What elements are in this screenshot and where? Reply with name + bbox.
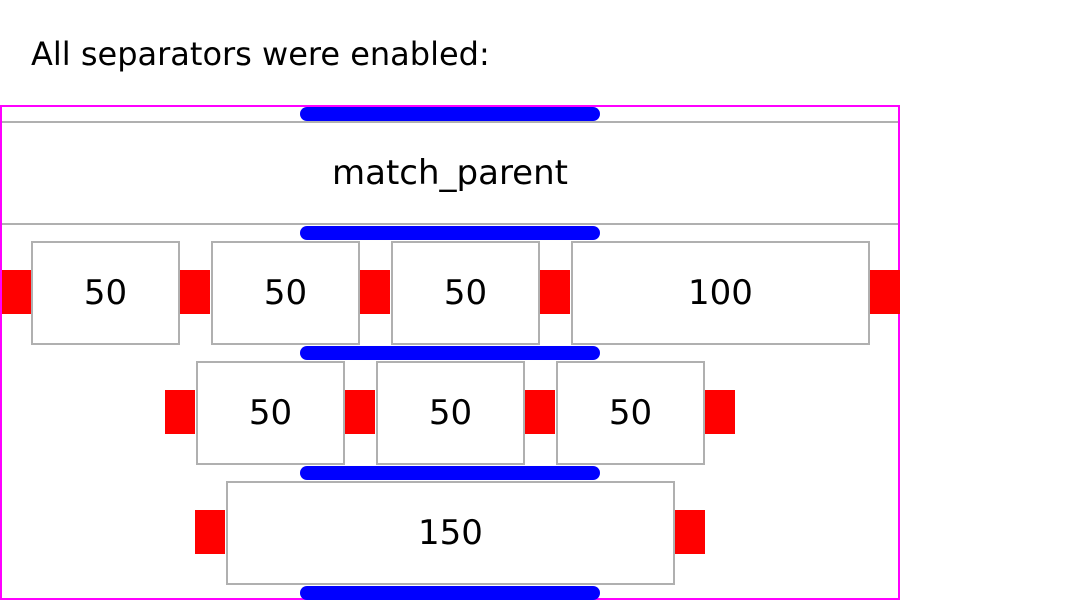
separator-row2-end bbox=[705, 390, 735, 434]
separator-bottom bbox=[300, 586, 600, 600]
row1-item-3: 50 bbox=[391, 241, 540, 345]
row1-item-2: 50 bbox=[211, 241, 360, 345]
row2-item-3: 50 bbox=[556, 361, 705, 465]
separator-row1-end bbox=[870, 270, 900, 314]
separator-row3-end bbox=[675, 510, 705, 554]
separator-row-1-2 bbox=[300, 346, 600, 360]
page-heading: All separators were enabled: bbox=[31, 35, 490, 73]
container: match_parent 50 50 50 100 50 50 50 150 bbox=[0, 105, 900, 600]
separator-row-0-1 bbox=[300, 226, 600, 240]
separator-row1-1-2 bbox=[180, 270, 210, 314]
separator-row1-2-3 bbox=[360, 270, 390, 314]
separator-row2-1-2 bbox=[345, 390, 375, 434]
separator-row3-start bbox=[195, 510, 225, 554]
separator-row1-3-4 bbox=[540, 270, 570, 314]
row2-item-2: 50 bbox=[376, 361, 525, 465]
row1-item-1: 50 bbox=[31, 241, 180, 345]
separator-top bbox=[300, 107, 600, 121]
row2-item-1: 50 bbox=[196, 361, 345, 465]
separator-row-2-3 bbox=[300, 466, 600, 480]
row1-item-4: 100 bbox=[571, 241, 870, 345]
separator-row1-start bbox=[2, 270, 32, 314]
match-parent-row: match_parent bbox=[2, 121, 898, 225]
separator-row2-start bbox=[165, 390, 195, 434]
separator-row2-2-3 bbox=[525, 390, 555, 434]
row3-item-1: 150 bbox=[226, 481, 675, 585]
